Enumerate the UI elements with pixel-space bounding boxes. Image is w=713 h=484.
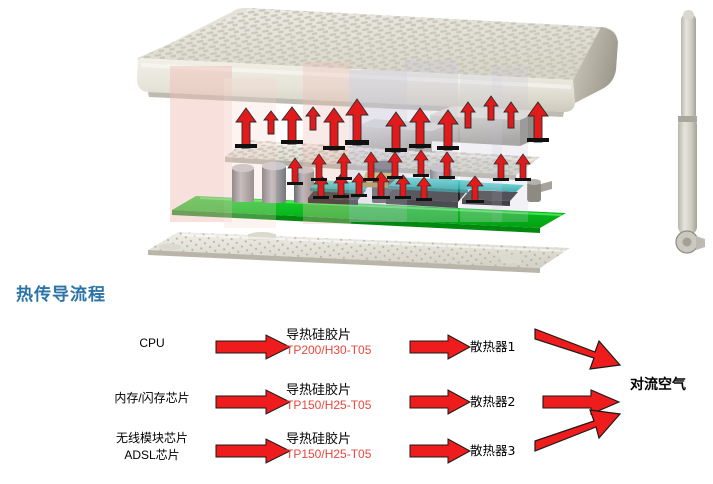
arrow-pad-to-sink-2: [409, 389, 472, 415]
heat-arrows-board: [287, 149, 531, 203]
arrow-memory-to-pad: [215, 389, 292, 415]
flow-row-cpu: CPU 导热硅胶片 TP200/H30-T05 散热器1: [0, 318, 713, 374]
arrow-wireless-to-pad: [215, 438, 292, 464]
heat-arrows-upper: [235, 95, 549, 153]
pad-memory: 导热硅胶片 TP150/H25-T05: [286, 383, 406, 413]
arrow-sink1-to-air: [534, 328, 622, 370]
antenna-connector: [527, 179, 552, 202]
pad-name: 导热硅胶片: [286, 432, 352, 447]
thermal-flow-diagram: 热传导流程 CPU 导热硅胶片 TP200/H30-T05 散热器1 内存/闪存…: [0, 272, 713, 484]
source-label-cpu: CPU: [139, 336, 165, 350]
arrow-cpu-to-pad: [215, 334, 292, 360]
arrow-pad-to-sink-1: [409, 334, 472, 360]
pcb-board: [172, 196, 566, 233]
final-node-label: 对流空气: [630, 377, 686, 393]
heatsink-label-3: 散热器3: [470, 443, 516, 458]
pad-code: TP150/H25-T05: [286, 398, 372, 412]
router-exploded-illustration: [137, 7, 705, 273]
airflow-overlay-bands: [170, 60, 528, 228]
flow-title: 热传导流程: [16, 285, 106, 305]
pad-code: TP200/H30-T05: [286, 343, 372, 357]
antenna: [675, 10, 705, 254]
router-top-cover: [137, 7, 618, 117]
router-bottom-plate: [148, 232, 570, 273]
pad-name: 导热硅胶片: [286, 328, 352, 343]
pad-code: TP150/H25-T05: [286, 447, 372, 461]
arrow-sink2-to-air: [542, 389, 621, 415]
flow-row-memory: 内存/闪存芯片 导热硅胶片 TP150/H25-T05 散热器2: [0, 373, 713, 429]
source-label-memory: 内存/闪存芯片: [114, 391, 190, 405]
heatsink-label-1: 散热器1: [470, 339, 516, 354]
pad-wireless: 导热硅胶片 TP150/H25-T05: [286, 432, 406, 462]
pad-name: 导热硅胶片: [286, 383, 352, 398]
source-label-wireless: 无线模块芯片 ADSL芯片: [115, 431, 188, 462]
flow-row-wireless: 无线模块芯片 ADSL芯片 导热硅胶片 TP150/H25-T05 散热器3: [0, 422, 713, 478]
arrow-pad-to-sink-3: [409, 438, 472, 464]
arrow-sink3-to-air: [534, 409, 622, 452]
heatsink-label-2: 散热器2: [470, 394, 516, 409]
pad-cpu: 导热硅胶片 TP200/H30-T05: [286, 328, 406, 358]
